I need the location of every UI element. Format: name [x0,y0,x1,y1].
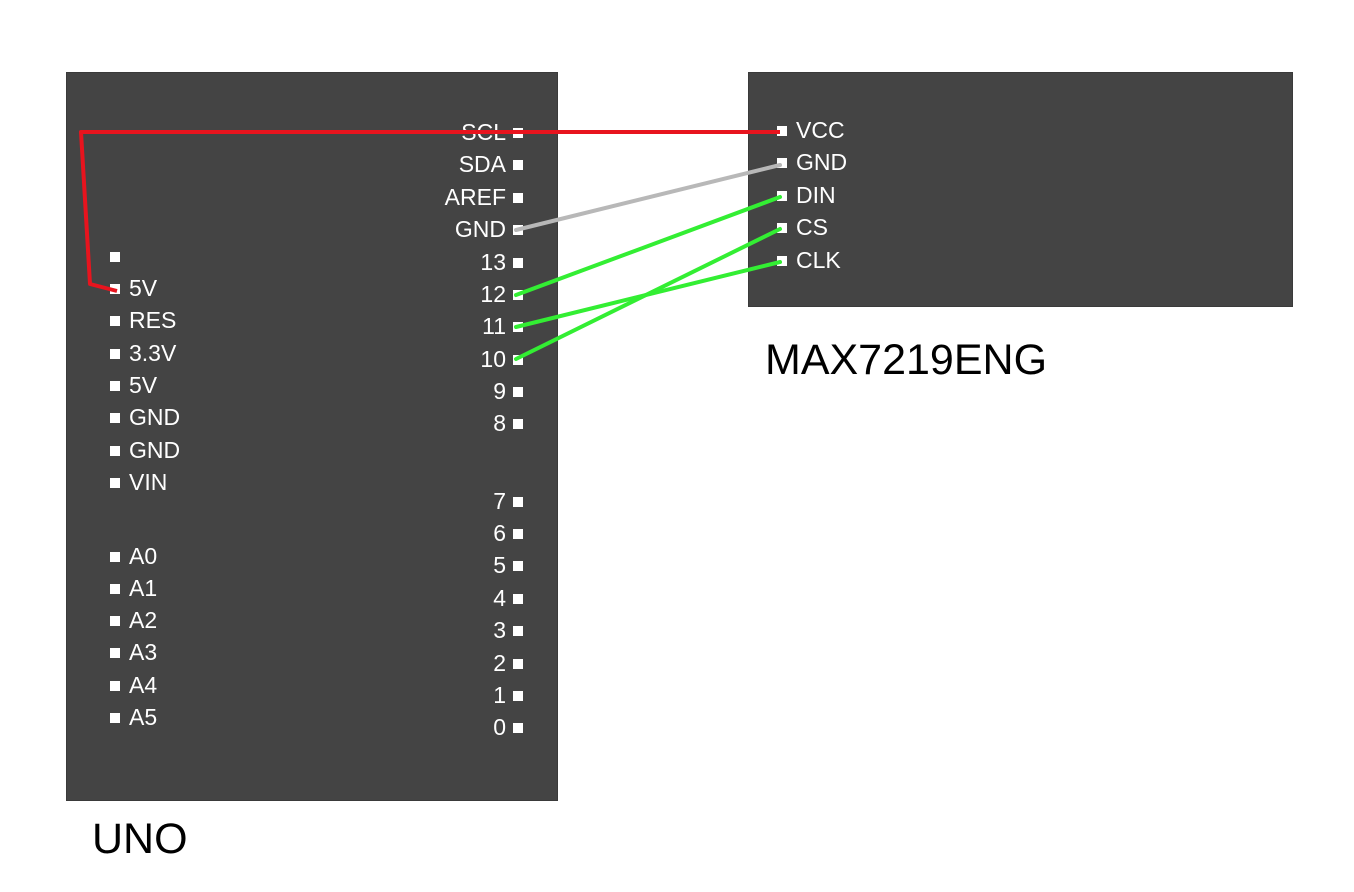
pin-label: 0 [493,714,506,740]
pin-pad [513,290,523,300]
pin-pad [513,659,523,669]
pin-pad [777,256,787,266]
pin-label: A1 [129,575,158,601]
pin-pad [110,349,120,359]
pin-pad [513,225,523,235]
pin-pad [513,594,523,604]
pin-label: A0 [129,543,158,569]
pin-label: CS [796,214,828,240]
pin-pad [513,626,523,636]
pin-pad [513,128,523,138]
pin-label: CLK [796,247,841,273]
pin-pad [513,387,523,397]
pin-pad [513,691,523,701]
pin-label: 7 [493,488,506,514]
pin-pad [110,413,120,423]
pin-pad [110,478,120,488]
pin-pad [513,193,523,203]
pin-label: 13 [480,249,506,275]
pin-pad [777,126,787,136]
pin-label: 6 [493,520,506,546]
pin-pad [110,381,120,391]
pin-label: 2 [493,650,506,676]
pin-pad [513,723,523,733]
max7219-module-board: VCC GND DIN CS CLK [748,72,1293,307]
pin-label: 1 [493,682,506,708]
pin-pad [777,158,787,168]
pin-label: 3 [493,617,506,643]
pin-label: VIN [129,469,168,495]
pin-pad [777,191,787,201]
pin-pad [513,355,523,365]
pin-label: A3 [129,639,158,665]
pin-pad [110,284,120,294]
pin-label: GND [796,149,848,175]
pin-label: 10 [480,346,506,372]
pin-label: GND [454,216,506,242]
uno-board-title: UNO [92,815,188,863]
pin-label: A5 [129,704,158,730]
pin-pad [110,252,120,262]
pin-label: DIN [796,182,836,208]
pin-label: A4 [129,672,158,698]
pin-pad [110,616,120,626]
pin-pad [110,446,120,456]
pin-label: 5 [493,552,506,578]
pin-pad [513,497,523,507]
pin-label: GND [129,404,181,430]
pin-pad [777,223,787,233]
pin-pad [513,160,523,170]
pin-label: 5V [129,372,158,398]
pin-label: RES [129,307,177,333]
pin-label: 12 [480,281,506,307]
pin-pad [513,529,523,539]
pin-label: A2 [129,607,158,633]
pin-label: 8 [493,410,506,436]
pin-pad [513,419,523,429]
pin-pad [110,713,120,723]
pin-pad [110,316,120,326]
pin-pad [110,681,120,691]
pin-label: 9 [493,378,506,404]
max7219-board-title: MAX7219ENG [765,336,1048,384]
pin-label: 4 [493,585,506,611]
pin-label: VCC [796,117,845,143]
pin-pad [513,561,523,571]
pin-label: SCL [461,119,506,145]
pin-pad [110,648,120,658]
pin-label: SDA [458,151,506,177]
pin-label: 5V [129,275,158,301]
pin-label: 3.3V [129,340,177,366]
pin-pad [513,258,523,268]
pin-pad [513,322,523,332]
pin-label: 11 [482,313,506,339]
pin-label: AREF [444,184,506,210]
pin-pad [110,552,120,562]
pin-label: GND [129,437,181,463]
arduino-uno-board: SCL SDA AREF GND 13 12 11 10 9 8 7 6 5 4… [66,72,558,801]
pin-pad [110,584,120,594]
